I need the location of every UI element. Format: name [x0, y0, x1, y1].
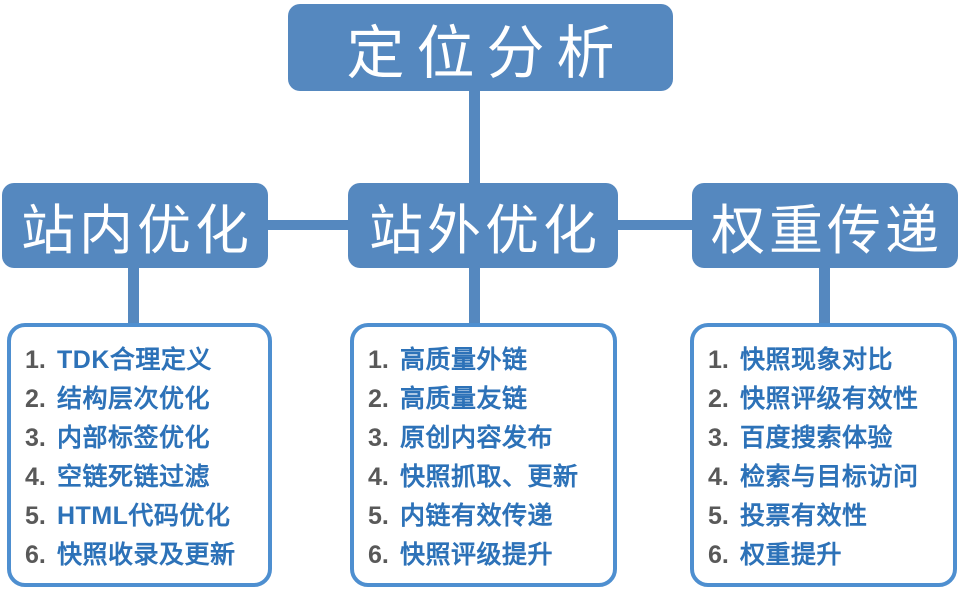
list-item: 3. 百度搜索体验: [708, 419, 943, 458]
item-label: 结构层次优化: [57, 385, 211, 413]
item-number: 6.: [368, 541, 389, 569]
item-number: 5.: [708, 502, 729, 530]
connector-offsite-to-list: [469, 266, 480, 326]
node-weight-transfer: 权重传递: [692, 183, 958, 268]
item-number: 1.: [25, 346, 46, 374]
item-number: 5.: [368, 502, 389, 530]
item-number: 4.: [25, 463, 46, 491]
item-number: 4.: [708, 463, 729, 491]
list-item: 1. TDK合理定义: [25, 341, 258, 380]
item-number: 2.: [368, 385, 389, 413]
list-item: 1. 高质量外链: [368, 341, 603, 380]
node-offsite-label: 站外优化: [369, 201, 601, 261]
node-onsite-label: 站内优化: [21, 201, 253, 261]
list-item: 4. 快照抓取、更新: [368, 458, 603, 497]
connector-onsite-to-offsite: [264, 220, 352, 230]
item-label: 内链有效传递: [400, 502, 554, 530]
list-item: 6. 快照评级提升: [368, 536, 603, 575]
node-weight-label: 权重传递: [711, 201, 943, 261]
item-number: 2.: [708, 385, 729, 413]
item-label: 权重提升: [740, 541, 843, 569]
item-label: 快照评级提升: [400, 541, 554, 569]
item-label: 快照收录及更新: [57, 541, 236, 569]
connector-onsite-to-list: [128, 266, 139, 326]
node-root-positioning-analysis: 定位分析: [288, 4, 673, 91]
onsite-optimization-list: 1. TDK合理定义 2. 结构层次优化 3. 内部标签优化 4. 空链死链过滤…: [7, 323, 272, 587]
list-item: 2. 结构层次优化: [25, 380, 258, 419]
connector-root-to-offsite: [469, 90, 480, 185]
item-label: 百度搜索体验: [740, 424, 894, 452]
item-label: 高质量外链: [400, 346, 528, 374]
list-item: 5. 内链有效传递: [368, 497, 603, 536]
list-item: 3. 内部标签优化: [25, 419, 258, 458]
list-item: 2. 高质量友链: [368, 380, 603, 419]
item-number: 6.: [708, 541, 729, 569]
list-item: 5. HTML代码优化: [25, 497, 258, 536]
item-label: HTML代码优化: [57, 502, 231, 530]
list-item: 1. 快照现象对比: [708, 341, 943, 380]
item-label: 快照评级有效性: [740, 385, 919, 413]
list-item: 3. 原创内容发布: [368, 419, 603, 458]
item-number: 3.: [708, 424, 729, 452]
item-label: TDK合理定义: [57, 346, 212, 374]
list-item: 6. 权重提升: [708, 536, 943, 575]
item-number: 1.: [368, 346, 389, 374]
item-label: 空链死链过滤: [57, 463, 211, 491]
item-number: 2.: [25, 385, 46, 413]
node-onsite-optimization: 站内优化: [2, 183, 268, 268]
connector-offsite-to-weight: [614, 220, 696, 230]
item-number: 5.: [25, 502, 46, 530]
item-number: 1.: [708, 346, 729, 374]
list-item: 6. 快照收录及更新: [25, 536, 258, 575]
item-number: 4.: [368, 463, 389, 491]
connector-weight-to-list: [819, 266, 830, 326]
list-item: 5. 投票有效性: [708, 497, 943, 536]
item-number: 3.: [25, 424, 46, 452]
list-item: 2. 快照评级有效性: [708, 380, 943, 419]
item-label: 高质量友链: [400, 385, 528, 413]
item-number: 6.: [25, 541, 46, 569]
list-item: 4. 检索与目标访问: [708, 458, 943, 497]
item-label: 快照抓取、更新: [400, 463, 579, 491]
item-label: 检索与目标访问: [740, 463, 919, 491]
item-label: 投票有效性: [740, 502, 868, 530]
item-number: 3.: [368, 424, 389, 452]
item-label: 快照现象对比: [740, 346, 894, 374]
weight-transfer-list: 1. 快照现象对比 2. 快照评级有效性 3. 百度搜索体验 4. 检索与目标访…: [690, 323, 957, 587]
item-label: 内部标签优化: [57, 424, 211, 452]
list-item: 4. 空链死链过滤: [25, 458, 258, 497]
offsite-optimization-list: 1. 高质量外链 2. 高质量友链 3. 原创内容发布 4. 快照抓取、更新 5…: [350, 323, 617, 587]
node-offsite-optimization: 站外优化: [348, 183, 618, 268]
item-label: 原创内容发布: [400, 424, 554, 452]
node-root-label: 定位分析: [346, 20, 627, 86]
